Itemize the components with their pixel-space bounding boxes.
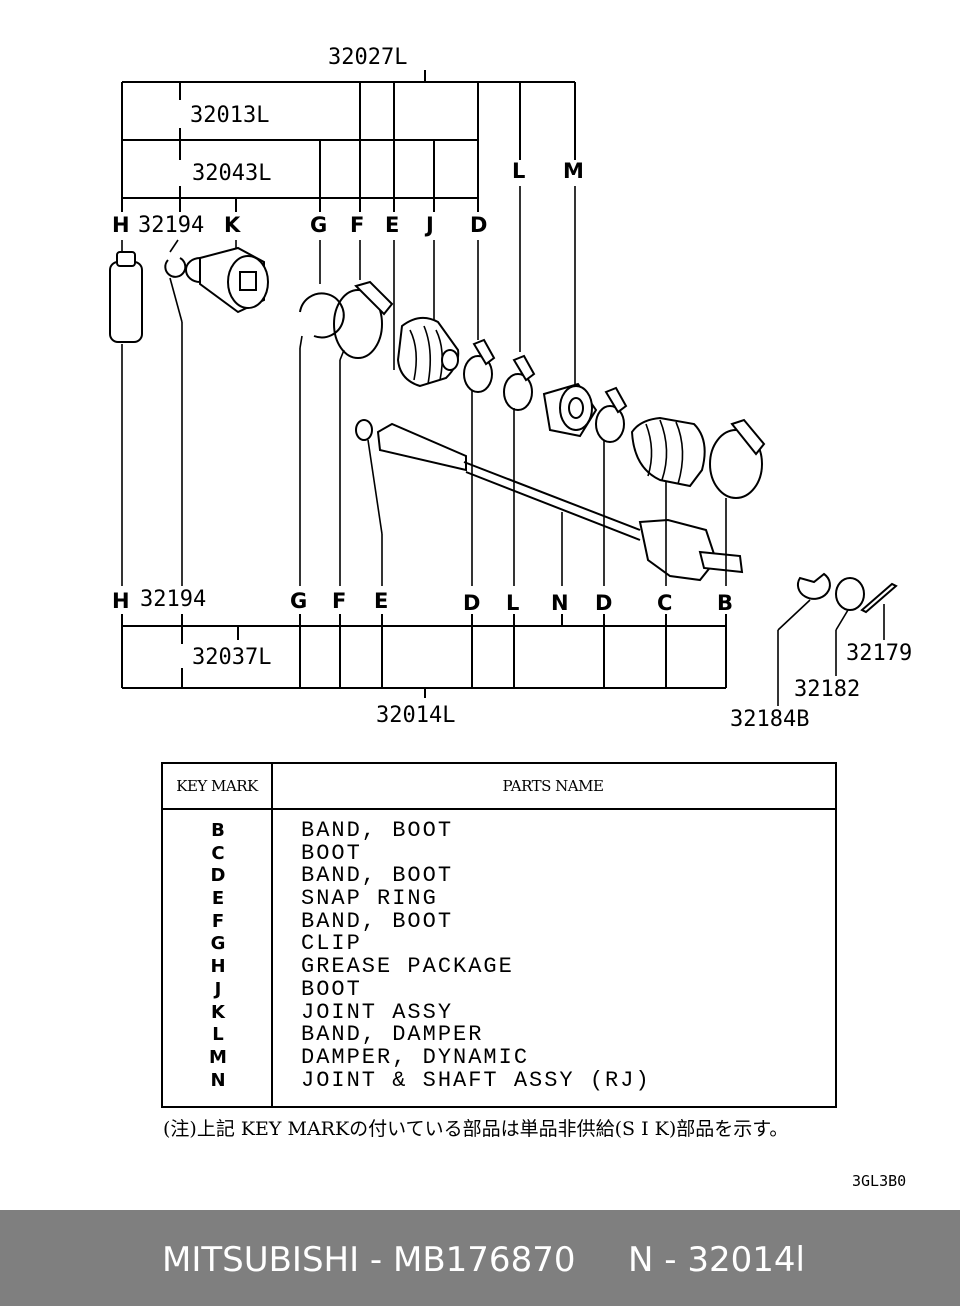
key-label: J [424, 213, 434, 237]
key-label: F [350, 213, 364, 237]
row-name: JOINT & SHAFT ASSY (RJ) [301, 1067, 651, 1093]
row-key: F [211, 910, 225, 932]
footer-bar: MITSUBISHI - MB176870 N - 32014l [0, 1210, 960, 1306]
clip-ring-icon [164, 257, 187, 278]
table-row: E SNAP RING [163, 888, 835, 911]
key-label: L [506, 591, 519, 615]
cotter-pin-icon [860, 582, 898, 614]
callout-32184B: 32184B [730, 707, 809, 732]
top-key-labels: H 32194 K G F E J D L M [112, 159, 584, 238]
key-label: E [385, 213, 399, 237]
clip-g-icon [299, 292, 345, 339]
snap-ring-icon [355, 419, 373, 441]
footer-brand-part: MITSUBISHI - MB176870 [162, 1240, 576, 1280]
washer-icon [797, 572, 831, 600]
footnote: (注)上記 KEY MARKの付いている部品は単品非供給(S I K)部品を示す… [163, 1118, 789, 1140]
row-key: G [210, 933, 226, 955]
dynamic-damper-icon [542, 382, 598, 438]
table-row: H GREASE PACKAGE [163, 956, 835, 979]
bottom-key-labels: H 32194 G F E D L N D C B [112, 587, 733, 615]
row-key: L [212, 1024, 224, 1046]
band-f-icon [333, 280, 394, 359]
key-label: D [463, 591, 480, 615]
table-row: B BAND, BOOT [163, 820, 835, 843]
table-row: M DAMPER, DYNAMIC [163, 1044, 835, 1070]
key-label: K [224, 213, 241, 237]
exploded-parts-diagram: 32027L 32013L 32043L H 32194 K G F E J D… [109, 45, 912, 732]
row-name: GREASE PACKAGE [301, 954, 514, 980]
table-row: K JOINT ASSY [163, 999, 835, 1025]
row-name: DAMPER, DYNAMIC [301, 1044, 530, 1070]
row-key: N [210, 1069, 226, 1091]
row-key: C [211, 842, 225, 864]
table-row: G CLIP [163, 933, 835, 956]
grease-package-icon [109, 251, 143, 343]
row-key: E [211, 888, 225, 910]
table-row: L BAND, DAMPER [163, 1024, 835, 1047]
bottom-leaders [121, 277, 727, 586]
row-name: BAND, BOOT [301, 818, 454, 843]
key-label: L [512, 159, 525, 183]
callout-32014L: 32014L [376, 703, 455, 728]
row-key: J [214, 978, 222, 1000]
callout-32037L: 32037L [192, 645, 271, 670]
castle-nut-icon [835, 577, 865, 611]
band-b-icon [709, 418, 766, 499]
row-name: BAND, BOOT [301, 908, 454, 934]
top-leaders [121, 186, 576, 386]
callout-32182: 32182 [794, 677, 860, 702]
table-row: N JOINT & SHAFT ASSY (RJ) [163, 1067, 835, 1093]
joint-assy-icon [185, 246, 269, 314]
band-d-icon [463, 338, 496, 393]
key-label: M [563, 159, 584, 183]
key-label: N [551, 591, 569, 615]
callout-32027L: 32027L [328, 45, 407, 70]
key-label: E [374, 589, 388, 613]
table-row: F BAND, BOOT [163, 908, 835, 934]
row-name: BAND, BOOT [301, 863, 454, 889]
key-label: G [310, 213, 327, 237]
bottom-assembly-brackets [121, 614, 727, 698]
callout-32043L: 32043L [192, 161, 271, 186]
key-label: 32194 [138, 213, 204, 238]
table-row: D BAND, BOOT [163, 865, 835, 888]
key-label: B [717, 591, 733, 615]
key-label: D [470, 213, 487, 237]
column-divider [271, 808, 273, 1106]
row-name: JOINT ASSY [301, 999, 454, 1025]
key-label: C [657, 591, 672, 615]
footer-group: N - 32014l [628, 1240, 805, 1280]
top-assembly-brackets [121, 70, 576, 212]
key-label: 32194 [140, 587, 206, 612]
row-name: BAND, DAMPER [301, 1022, 484, 1048]
key-label: G [290, 589, 307, 613]
callout-32013L: 32013L [190, 103, 269, 128]
row-name: BOOT [301, 976, 362, 1002]
row-key: H [210, 956, 226, 978]
row-name: SNAP RING [301, 886, 438, 912]
callout-32179: 32179 [846, 641, 912, 666]
boot-j-icon [396, 316, 460, 388]
header-parts-name: PARTS NAME [271, 764, 835, 810]
nut-parts-group [777, 572, 898, 706]
row-name: BOOT [301, 840, 362, 866]
row-key: M [209, 1046, 227, 1068]
diagram-code: 3GL3B0 [852, 1172, 907, 1190]
row-key: D [210, 865, 226, 887]
key-label: H [112, 213, 130, 237]
table-rows: B BAND, BOOT C BOOT D BAND, BOOT E SNAP RING… [163, 820, 835, 1092]
boot-c-icon [630, 416, 706, 488]
key-label: F [332, 589, 346, 613]
row-name: CLIP [301, 931, 362, 957]
row-key: K [211, 1001, 225, 1023]
table-row: C BOOT [163, 840, 835, 866]
band-d2-icon [595, 386, 628, 443]
header-key-mark: KEY MARK [163, 764, 273, 810]
key-label: H [112, 589, 130, 613]
row-key: B [211, 820, 225, 841]
band-l-icon [503, 354, 536, 411]
key-label: D [595, 591, 612, 615]
table-row: J BOOT [163, 976, 835, 1002]
